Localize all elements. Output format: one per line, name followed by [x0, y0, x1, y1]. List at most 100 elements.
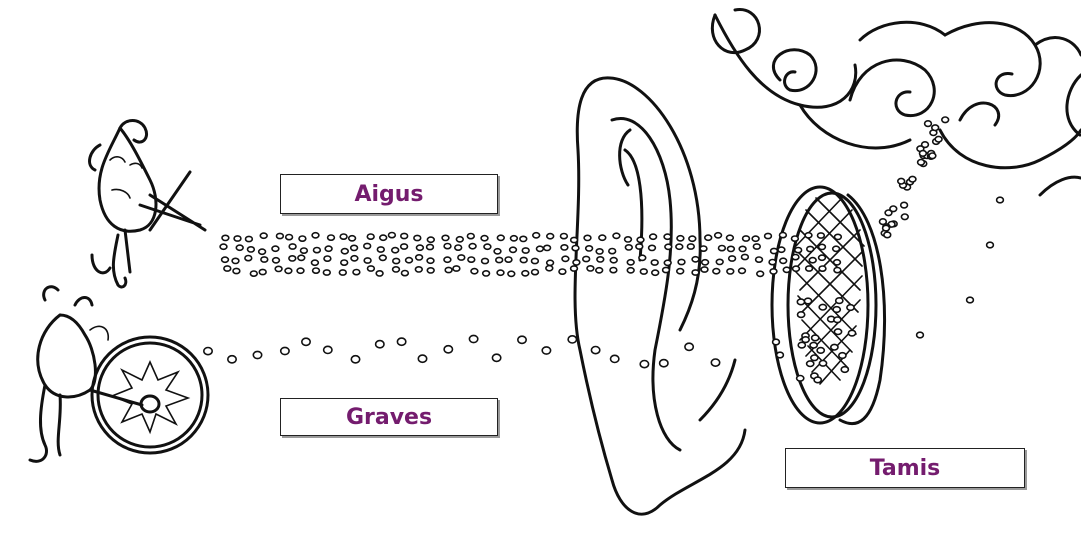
sieve-mesh-icon [796, 198, 864, 384]
sound-particle [401, 244, 408, 249]
sound-particle [770, 269, 777, 274]
sound-particle [455, 245, 462, 250]
sound-particle [204, 348, 212, 355]
sound-particle [442, 235, 449, 240]
sound-particle [773, 339, 780, 345]
sound-particle [537, 246, 544, 251]
sound-particle [884, 232, 891, 238]
sound-particle [505, 257, 512, 262]
sound-particle [804, 298, 811, 304]
sound-particle [929, 153, 936, 159]
sound-particle [678, 259, 685, 264]
sound-particle [834, 260, 841, 265]
sound-particle [494, 249, 501, 254]
sound-particle [834, 317, 841, 323]
sound-particle [469, 335, 477, 342]
sound-particle [665, 244, 672, 249]
sound-particle [351, 356, 359, 363]
sound-particle [312, 233, 319, 238]
sound-particle [379, 255, 386, 260]
sound-particle [324, 256, 331, 261]
sound-particle [561, 234, 568, 239]
sound-particle [925, 121, 932, 127]
sound-particle [831, 344, 838, 350]
sound-particle [418, 355, 426, 362]
violinist-figure [90, 121, 205, 288]
sound-particle [778, 247, 785, 252]
sound-particle [351, 245, 358, 250]
sound-particle [802, 337, 809, 343]
sound-particle [935, 136, 942, 142]
sound-particle [692, 270, 699, 275]
sound-particle [716, 259, 723, 264]
sound-particle [639, 255, 646, 260]
sound-particle [597, 257, 604, 262]
sound-particle [572, 246, 579, 251]
sound-particle [769, 260, 776, 265]
sound-particle [444, 257, 451, 262]
sound-particle [819, 255, 826, 260]
sound-particle [393, 267, 400, 272]
sound-particle [482, 258, 489, 263]
sound-particle [807, 361, 814, 367]
sound-particle [739, 268, 746, 273]
sound-particle [234, 236, 241, 241]
sound-particle [689, 236, 696, 241]
sound-particle [792, 236, 799, 241]
ear-outline-icon [575, 78, 745, 514]
sound-particle [259, 249, 266, 254]
sound-particle [415, 267, 422, 272]
sound-particle [701, 267, 708, 272]
sound-particle [627, 268, 634, 273]
sound-particle [228, 356, 236, 363]
sound-particle [848, 330, 855, 336]
sound-particle [901, 202, 908, 208]
sound-particle [364, 243, 371, 248]
sound-particle [416, 255, 423, 260]
sound-particle [727, 269, 734, 274]
sound-particle [997, 197, 1004, 203]
sound-particle [780, 258, 787, 263]
sound-particle [918, 160, 925, 166]
sound-particle [224, 266, 231, 271]
sound-particle [469, 244, 476, 249]
sound-particle [445, 267, 452, 272]
sound-particle [967, 297, 974, 303]
sound-particle [810, 342, 817, 348]
sound-particle [841, 367, 848, 373]
sound-particle [497, 270, 504, 275]
sound-particle [547, 234, 554, 239]
sound-particle [611, 355, 619, 362]
sound-particle [427, 237, 434, 242]
sound-particle [380, 235, 387, 240]
sound-particle [533, 233, 540, 238]
label-graves: Graves [280, 398, 498, 436]
sound-particle [909, 176, 916, 182]
sound-particle [349, 236, 356, 241]
sound-particle [819, 266, 826, 271]
sound-particle [817, 348, 824, 354]
sound-particle [233, 268, 240, 273]
sound-particle [302, 338, 310, 345]
sound-particle [650, 234, 657, 239]
sound-particle [798, 312, 805, 318]
sound-particle [544, 245, 551, 250]
sound-particle [792, 255, 799, 260]
sound-particle [562, 256, 569, 261]
sound-particle [664, 260, 671, 265]
sound-particle [652, 270, 659, 275]
sound-particle [289, 244, 296, 249]
sound-particle [583, 256, 590, 261]
sound-particle [584, 235, 591, 240]
sound-particle [814, 377, 821, 383]
sound-particle [596, 249, 603, 254]
sound-particle [376, 341, 384, 348]
sound-particle [522, 271, 529, 276]
sound-particle [676, 244, 683, 249]
sound-particle [483, 271, 490, 276]
sound-particle [250, 271, 257, 276]
sound-particle [609, 249, 616, 254]
sound-particle [397, 338, 405, 345]
sound-particle [508, 271, 515, 276]
sound-particle [547, 260, 554, 265]
